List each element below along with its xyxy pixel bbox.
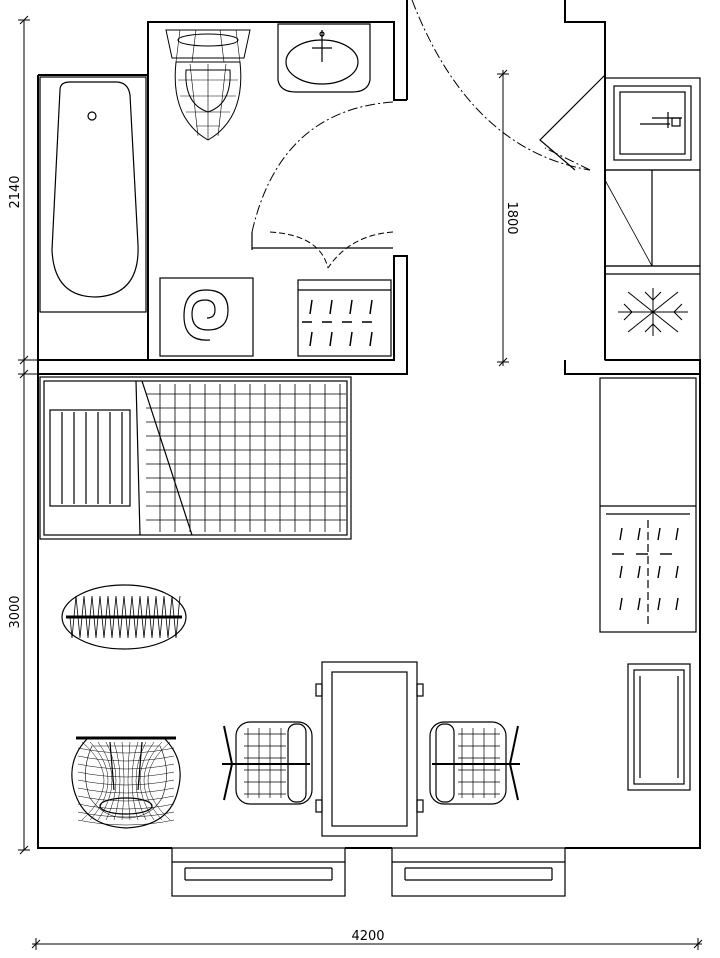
- dimension-bottom: [31, 938, 703, 950]
- window-left: [171, 847, 346, 897]
- toilet: [165, 29, 251, 141]
- dimension-entry: [497, 69, 509, 367]
- washing-machine: [159, 277, 254, 357]
- wardrobe: [599, 377, 697, 633]
- armchair-mesh: [77, 741, 175, 826]
- dining-chair-right: [429, 721, 520, 805]
- rug: [61, 584, 187, 650]
- tv-stand: [627, 663, 691, 791]
- bathtub: [39, 76, 147, 313]
- dimension-label-3000: 3000: [8, 595, 23, 628]
- washbasin: [277, 23, 371, 93]
- bed-quilt-grid: [146, 384, 346, 532]
- entry-door-leaf: [539, 74, 606, 171]
- dining-table: [315, 661, 424, 837]
- dimension-label-4200: 4200: [351, 929, 384, 944]
- armchair: [71, 736, 181, 829]
- bathroom-door-swing: [251, 101, 394, 269]
- entry-door-swing: [411, 0, 591, 171]
- dimension-left: [18, 15, 38, 855]
- kitchen-sink: [604, 77, 701, 171]
- dimension-label-1800: 1800: [504, 201, 519, 234]
- dining-chair-left: [222, 721, 313, 805]
- kitchen-counter: [604, 169, 701, 267]
- window-right: [391, 847, 566, 897]
- stove: [604, 265, 701, 361]
- bathroom-cabinet: [297, 279, 392, 357]
- bed: [39, 376, 352, 540]
- rug-pattern: [69, 595, 181, 639]
- dimension-label-2140: 2140: [8, 175, 23, 208]
